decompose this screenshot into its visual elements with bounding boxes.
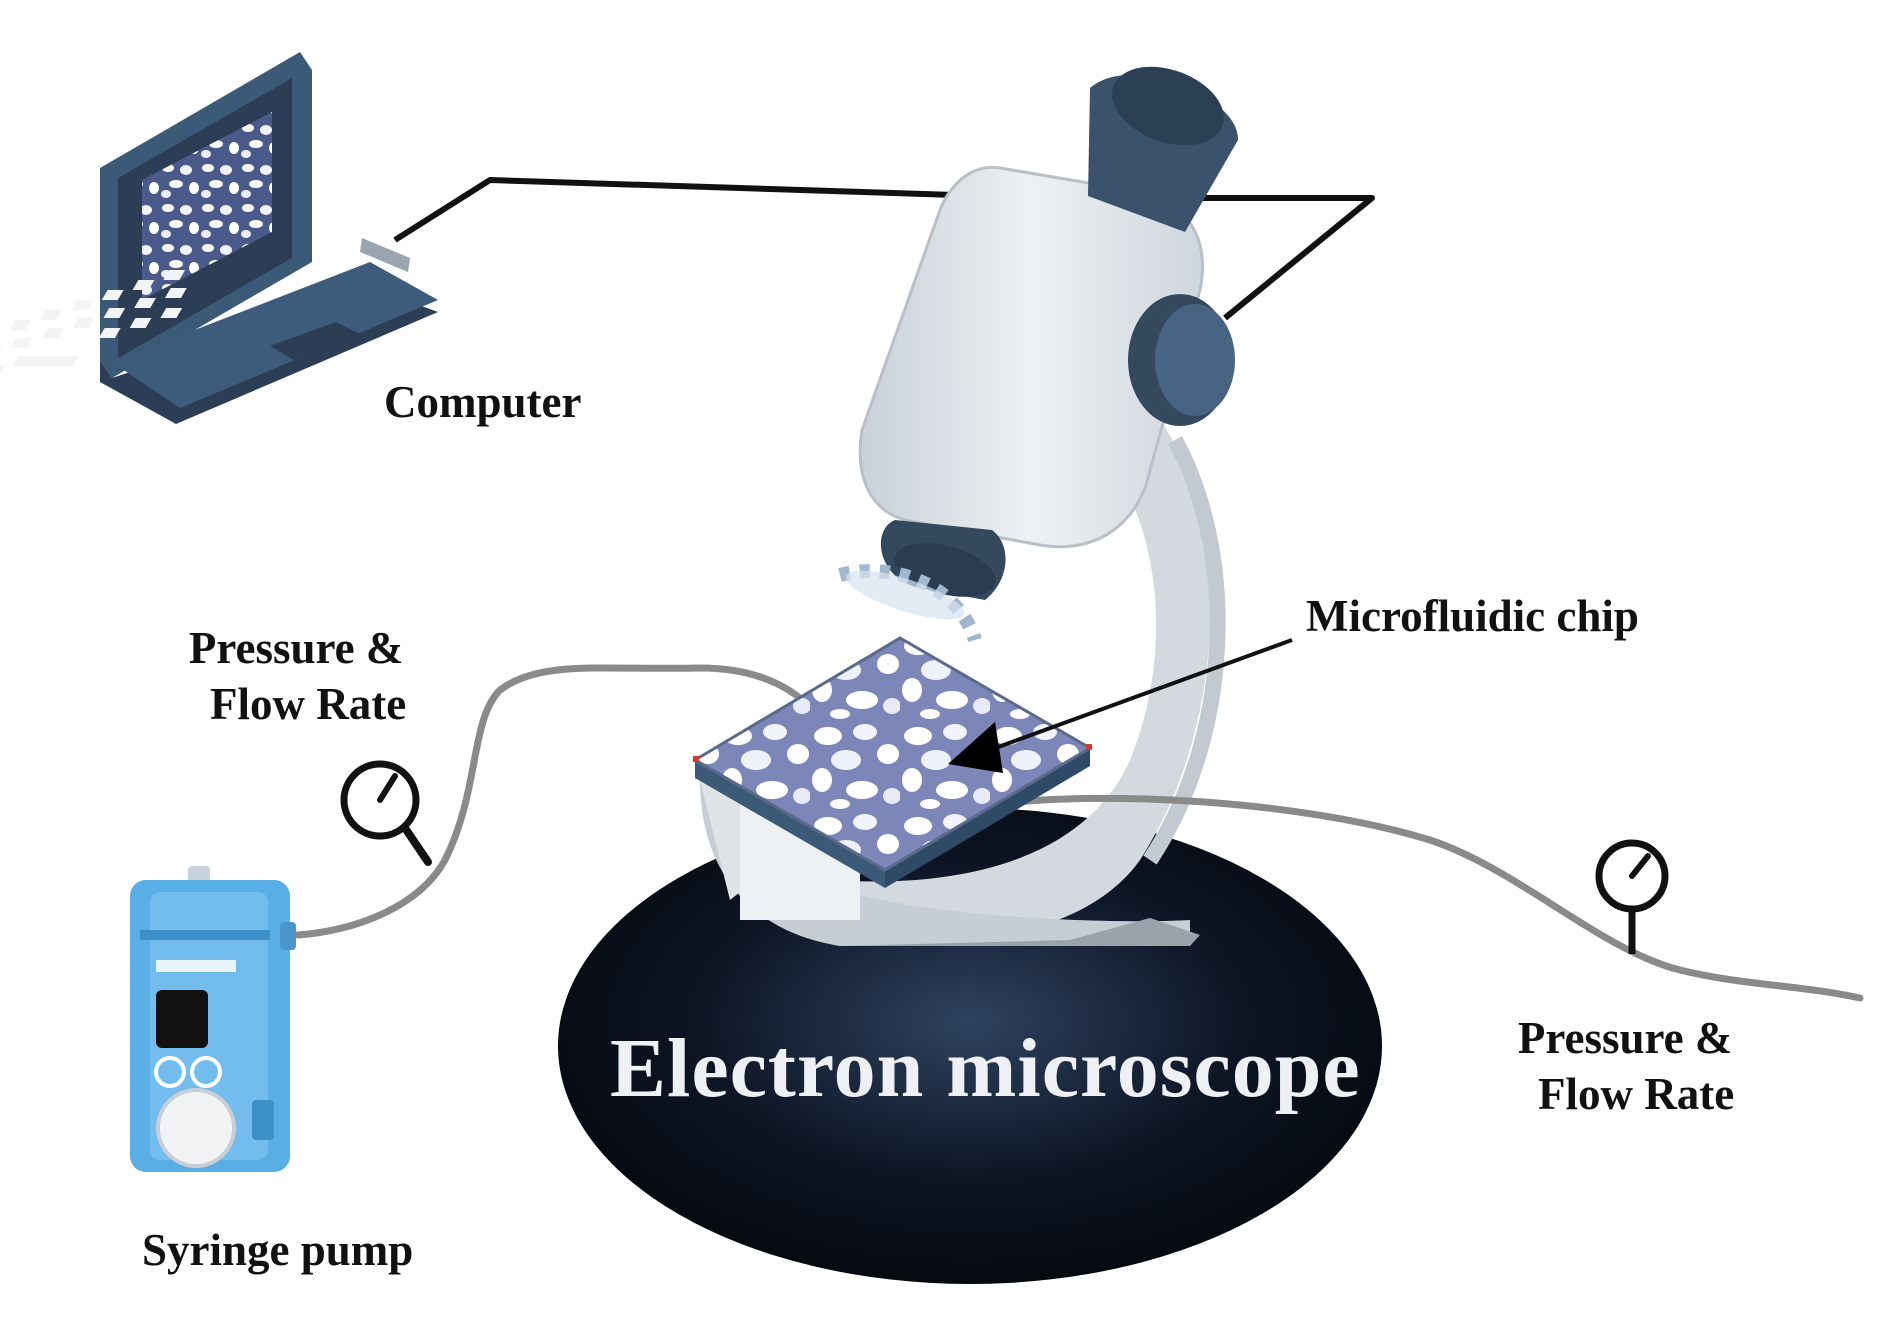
laptop-icon	[0, 52, 438, 424]
chip-pointer-arrowhead	[948, 722, 1003, 773]
pressure-flow-right-line2: Flow Rate	[1538, 1069, 1735, 1120]
chip-pointer-line	[989, 638, 1293, 752]
pressure-flow-left-line1: Pressure &	[188, 623, 404, 673]
pressure-flow-left-line2: Flow Rate	[210, 679, 407, 730]
pressure-flow-right-line1: Pressure &	[1517, 1013, 1733, 1063]
pressure-gauge-icon	[340, 760, 432, 866]
pressure-flow-label-left: Pressure & Flow Rate	[186, 620, 406, 733]
inlet-tube	[294, 664, 824, 939]
electron-microscope-label: Electron microscope	[610, 1022, 1361, 1115]
computer-label: Computer	[384, 377, 582, 427]
pressure-flow-label-right: Pressure & Flow Rate	[1516, 1010, 1734, 1123]
microfluidic-chip-icon	[692, 636, 1093, 888]
syringe-pump-label: Syringe pump	[142, 1225, 414, 1275]
syringe-pump-icon	[130, 866, 296, 1172]
pressure-gauge-icon	[1595, 839, 1669, 954]
microscope-icon	[700, 66, 1238, 946]
data-cable	[393, 177, 1375, 321]
microfluidic-chip-label: Microfluidic chip	[1306, 591, 1639, 641]
outlet-tube	[986, 794, 1864, 1002]
